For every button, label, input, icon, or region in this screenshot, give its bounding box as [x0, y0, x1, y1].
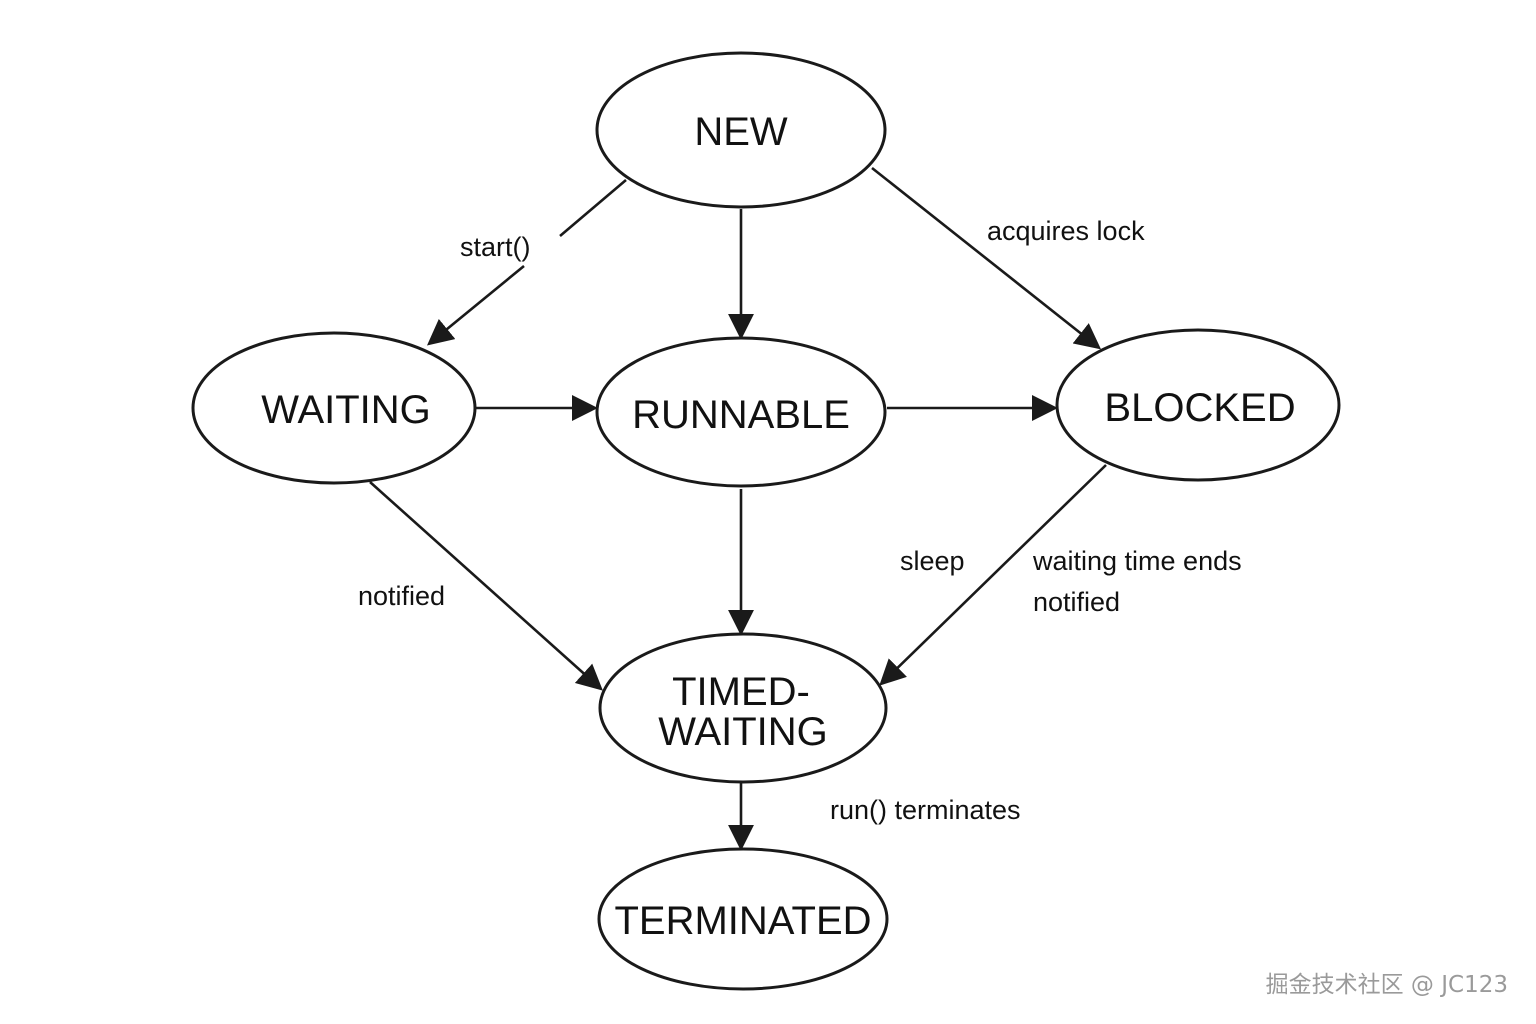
state-terminated-ellipse: [597, 847, 889, 991]
state-blocked-label: BLOCKED: [1104, 386, 1295, 430]
label-waiting-time-ends: waiting time ends: [1032, 546, 1242, 576]
label-start: start(): [460, 232, 531, 262]
state-timed-waiting-label-line1: TIMED-: [672, 670, 810, 714]
state-terminated-label: TERMINATED: [614, 899, 871, 943]
state-waiting-label: WAITING: [261, 388, 431, 432]
edge-new-to-blocked: [871, 166, 1102, 350]
edge-labels: start() acquires lock notified sleep wai…: [358, 216, 1242, 825]
state-timed-waiting-ellipse: [598, 632, 888, 784]
state-new: NEW: [595, 51, 887, 209]
label-sleep: sleep: [900, 546, 965, 576]
state-terminated: TERMINATED: [597, 847, 889, 991]
state-timed-waiting: TIMED- WAITING: [598, 632, 888, 784]
label-acquires-lock: acquires lock: [987, 216, 1145, 246]
watermark: 掘金技术社区 @ JC123: [1266, 972, 1508, 998]
edge-blocked-to-timed-waiting: [879, 464, 1107, 686]
state-new-ellipse: [595, 51, 887, 209]
state-waiting: WAITING: [191, 331, 477, 485]
label-notified-right: notified: [1033, 587, 1120, 617]
state-runnable-ellipse: [595, 336, 887, 488]
state-blocked-ellipse: [1055, 328, 1341, 482]
state-new-label: NEW: [694, 110, 788, 154]
edge-waiting-to-timed-waiting: [369, 481, 603, 691]
label-run-terminates: run() terminates: [830, 795, 1021, 825]
state-blocked: BLOCKED: [1055, 328, 1341, 482]
state-waiting-ellipse: [191, 331, 477, 485]
state-runnable-label: RUNNABLE: [632, 393, 850, 437]
edge-new-to-waiting: [426, 264, 525, 346]
edges: [369, 166, 1107, 851]
state-runnable: RUNNABLE: [595, 336, 887, 488]
state-timed-waiting-label-line2: WAITING: [658, 710, 828, 754]
label-notified-left: notified: [358, 581, 445, 611]
edge-new-to-waiting-upper: [559, 179, 627, 237]
